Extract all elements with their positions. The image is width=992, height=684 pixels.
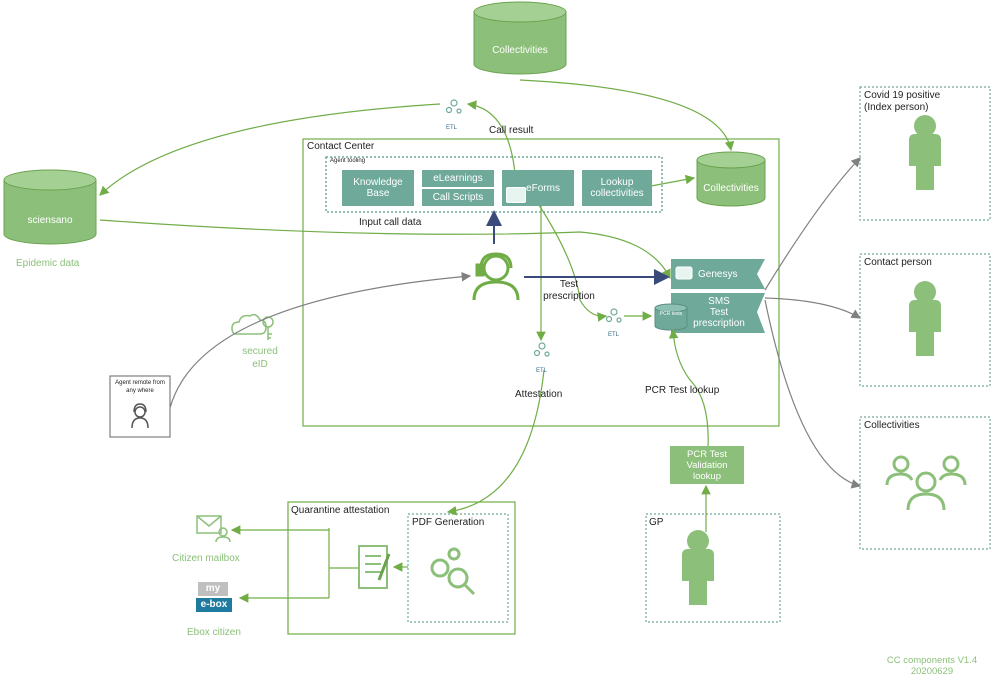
knowledge-base-box: Knowledge Base [342, 170, 414, 206]
gear-search-icon [430, 547, 476, 596]
pdf-generation-title: PDF Generation [412, 517, 485, 528]
contact-person-icon [909, 281, 941, 356]
genesys-db-icon [675, 266, 693, 280]
gp-person-icon [682, 530, 714, 605]
sms-line-2: Test [709, 307, 729, 318]
citizen-mailbox-label: Citizen mailbox [172, 553, 240, 564]
contact-center-box [302, 138, 780, 427]
cloud-key-icon [231, 313, 274, 340]
etl-label-right: ETL [608, 332, 620, 338]
group-icon [885, 455, 967, 511]
validation-line-2: Validation [686, 459, 728, 471]
version-line-2: 20200629 [910, 666, 954, 678]
gray-arrows [169, 157, 862, 489]
remote-agent-icon [131, 403, 149, 429]
contact-center-title: Contact Center [307, 141, 375, 152]
knowledge-base-label-2: Base [366, 188, 390, 199]
secured-eid-label: secured eID [230, 346, 290, 371]
gp-title: GP [649, 517, 664, 528]
collectivities-top-label: Collectivities [492, 45, 548, 56]
validation-line-1: PCR Test [687, 448, 727, 460]
ebox-box-tile: e-box [196, 598, 232, 612]
input-call-data-label: Input call data [359, 217, 422, 229]
etl-icon-mid [533, 342, 550, 357]
secured-line-2: eID [252, 358, 268, 370]
ebox-citizen-label: Ebox citizen [187, 627, 241, 638]
etl-icon-top [445, 99, 462, 114]
sciensano-label: sciensano [27, 215, 73, 226]
contact-title: Contact person [864, 257, 932, 268]
call-scripts-box: Call Scripts [422, 189, 494, 206]
sms-label: SMS Test prescription [690, 296, 748, 329]
document-icon [358, 545, 391, 589]
test-prescription-label: Test prescription [536, 279, 602, 302]
sms-line-1: SMS [708, 296, 730, 307]
ebox-box-label: e-box [200, 599, 228, 610]
sms-line-3: prescription [693, 318, 745, 329]
covid-box [859, 86, 991, 221]
sms-banner [671, 293, 765, 333]
agent-tooling-title: Agent tooling [330, 158, 366, 164]
test-prescription-line-1: Test [559, 279, 579, 290]
collectivities-cc-database [696, 151, 766, 207]
pcr-lookup-label: PCR Test lookup [645, 385, 720, 396]
sciensano-database [3, 169, 97, 245]
agent-tooling-box [325, 156, 663, 213]
covid-title: Covid 19 positive (Index person) [864, 90, 940, 113]
etl-icon-right [605, 308, 622, 323]
genesys-banner [671, 259, 765, 289]
epidemic-data-label: Epidemic data [16, 258, 80, 269]
mail-icon [196, 515, 231, 543]
gp-box [645, 513, 781, 623]
collectivities-title: Collectivities [864, 420, 920, 431]
attestation-label: Attestation [515, 389, 563, 400]
collectivities-top-database [473, 1, 567, 75]
eforms-label: eForms [526, 182, 560, 194]
pcr-tests-label: PCR tests [659, 311, 683, 317]
lookup-label-2: collectivities [590, 188, 644, 199]
genesys-label: Genesys [698, 269, 738, 280]
pcr-validation-box: PCR Test Validation lookup [670, 446, 744, 484]
eforms-db-icon [506, 187, 526, 203]
validation-line-3: lookup [693, 470, 721, 482]
quarantine-box [287, 501, 516, 635]
call-scripts-label: Call Scripts [432, 192, 484, 203]
pcr-tests-database [654, 303, 688, 331]
ebox-my-label: my [205, 583, 221, 594]
etl-label-top: ETL [446, 125, 458, 131]
navy-arrows [486, 210, 670, 285]
test-prescription-line-2: prescription [543, 290, 595, 302]
elearnings-label: eLearnings [433, 173, 483, 184]
pdf-generation-box [407, 513, 509, 623]
version-line-1: CC components V1.4 [886, 655, 978, 666]
knowledge-base-label-1: Knowledge [353, 177, 403, 188]
agent-headset-icon [472, 252, 520, 301]
covid-title-line-2: (Index person) [864, 101, 929, 113]
collectivities-box [859, 416, 991, 550]
covid-person-icon [909, 115, 941, 190]
agent-remote-label: Agent remote from any where [115, 380, 165, 394]
ebox-my-tile: my [198, 582, 228, 596]
version-footer: CC components V1.4 20200629 [872, 655, 992, 678]
lookup-label-1: Lookup [600, 177, 634, 188]
secured-line-1: secured [242, 346, 278, 357]
contact-box [859, 253, 991, 387]
call-result-label: Call result [489, 125, 534, 136]
covid-title-line-1: Covid 19 positive [864, 90, 941, 101]
quarantine-title: Quarantine attestation [291, 505, 390, 516]
lookup-collectivities-box: Lookup collectivities [582, 170, 652, 206]
etl-label-mid: ETL [536, 368, 548, 374]
elearnings-box: eLearnings [422, 170, 494, 187]
collectivities-cc-label: Collectivities [703, 183, 759, 194]
